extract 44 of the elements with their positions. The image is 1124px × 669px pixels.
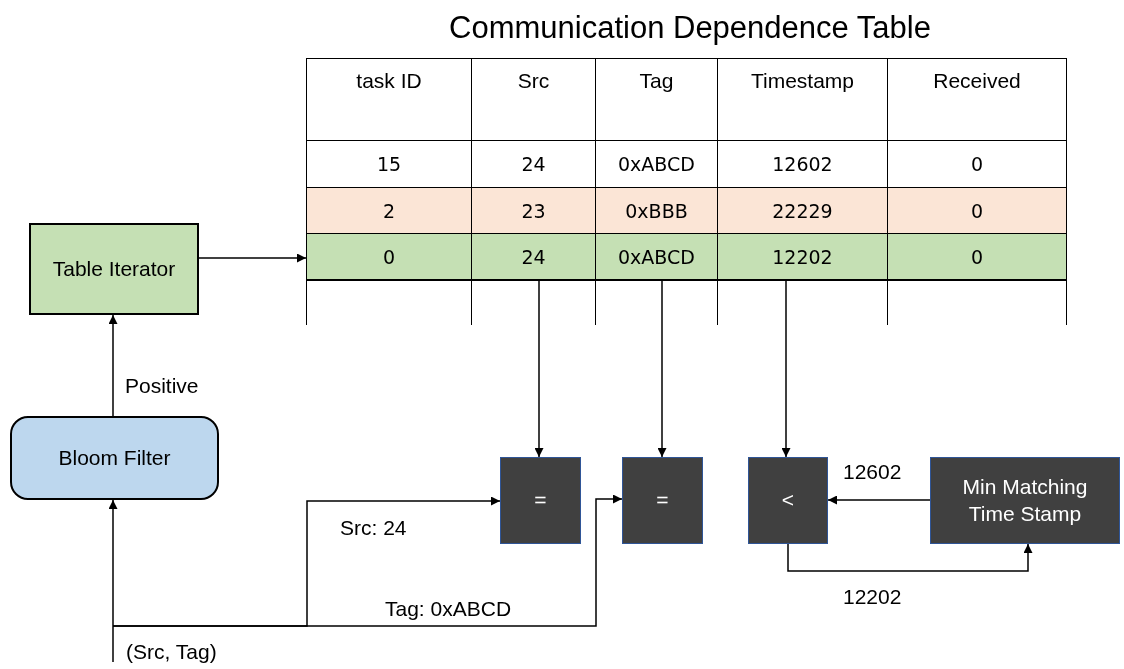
diagram-title: Communication Dependence Table [448, 10, 932, 46]
column-header: Timestamp [750, 69, 855, 93]
comparator-box [748, 457, 828, 544]
cell-text: 0 [382, 245, 396, 268]
arrow [827, 495, 931, 505]
arrow [112, 494, 623, 627]
node-label: Table Iterator [52, 255, 176, 282]
arrow [787, 543, 1033, 572]
arrow [108, 499, 118, 663]
node-label: = [534, 487, 547, 514]
cell-text: 0xABCD [618, 153, 695, 175]
arrow [657, 279, 667, 458]
comparator-box [500, 457, 581, 544]
cell-text: 24 [521, 245, 546, 268]
process-box [930, 457, 1120, 544]
cell-text: 0xABCD [618, 245, 695, 268]
cell-text: 0 [970, 245, 984, 268]
node-label: Bloom Filter [58, 444, 171, 471]
table-row [306, 233, 1067, 280]
cell-text: 24 [521, 153, 546, 175]
cell-text: 0 [970, 153, 984, 175]
column-header: Tag [639, 69, 674, 93]
cell-text: 15 [376, 153, 402, 175]
comparator-box [622, 457, 703, 544]
cell-text: 12602 [772, 153, 833, 175]
arrow [534, 279, 544, 458]
column-header: Src [517, 69, 550, 93]
cell-text: 0 [970, 199, 984, 222]
node-label: = [656, 487, 669, 514]
node-label: < [781, 487, 795, 514]
arrow [108, 314, 118, 417]
process-box [29, 223, 199, 315]
node-label: Min Matching Time Stamp [961, 474, 1089, 527]
column-header: task ID [356, 69, 422, 93]
cell-text: 0xBBB [625, 199, 688, 222]
column-header: Received [933, 69, 1021, 93]
cell-text: 23 [521, 199, 546, 222]
cell-text: 12202 [772, 245, 833, 268]
cell-text: 2 [382, 199, 396, 222]
table-cell [887, 234, 1067, 279]
process-box [10, 416, 219, 500]
arrow [198, 253, 307, 263]
cell-text: 22229 [772, 199, 833, 222]
arrow [781, 279, 791, 458]
